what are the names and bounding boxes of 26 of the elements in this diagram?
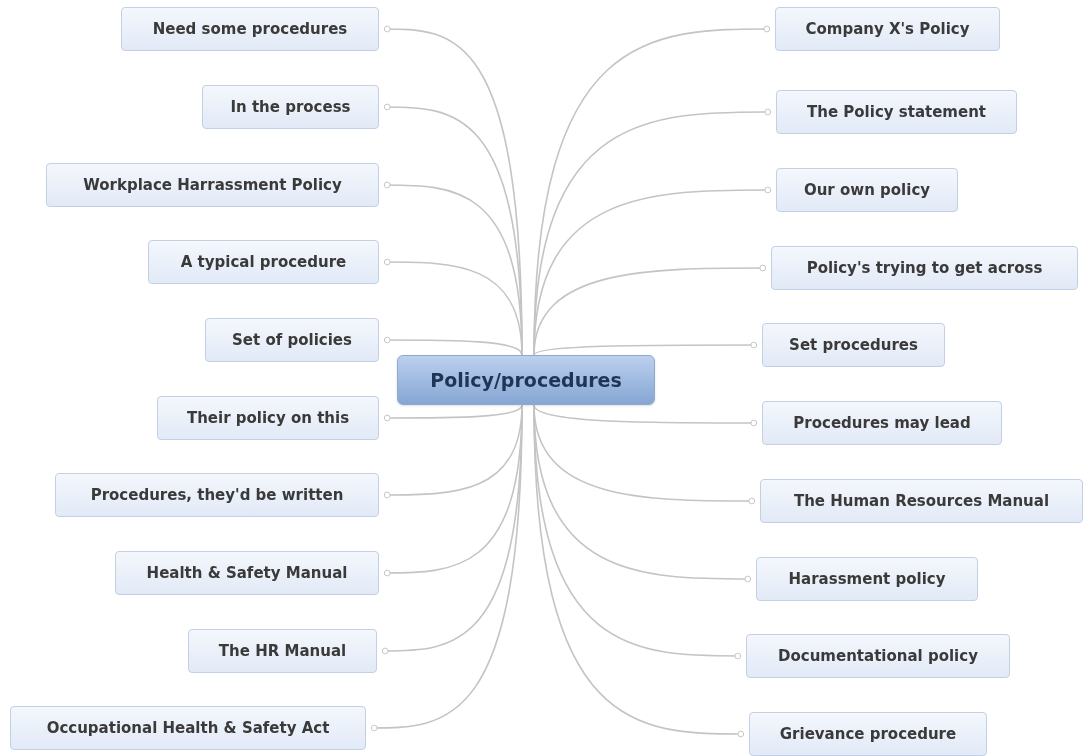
topic-box: A typical procedure	[148, 240, 379, 284]
topic-box: Set procedures	[762, 323, 945, 367]
topic-box: Health & Safety Manual	[115, 551, 379, 595]
connector-line	[533, 341, 758, 356]
topic-box: The Policy statement	[776, 90, 1017, 134]
connector-line	[383, 404, 523, 422]
topic-box: The Human Resources Manual	[760, 479, 1083, 523]
connector-line	[533, 404, 758, 427]
topic-box: Need some procedures	[121, 7, 379, 51]
topic-box: Harassment policy	[756, 557, 978, 601]
topic-box: In the process	[202, 85, 379, 129]
topic-box: Our own policy	[776, 168, 958, 212]
topic-box: Grievance procedure	[749, 712, 987, 756]
topic-box: Policy's trying to get across	[771, 246, 1078, 290]
connector-line	[383, 336, 523, 356]
topic-box: Procedures, they'd be written	[55, 473, 379, 517]
topic-box: Company X's Policy	[775, 7, 1000, 51]
connector-line	[383, 258, 523, 356]
topic-box: Workplace Harrassment Policy	[46, 163, 379, 207]
topic-box: Set of policies	[205, 318, 379, 362]
topic-box: Their policy on this	[157, 396, 379, 440]
central-topic-box: Policy/procedures	[397, 355, 655, 405]
topic-box: Documentational policy	[746, 634, 1010, 678]
topic-box: Occupational Health & Safety Act	[10, 706, 366, 750]
topic-box: The HR Manual	[188, 629, 377, 673]
topic-box: Procedures may lead	[762, 401, 1002, 445]
